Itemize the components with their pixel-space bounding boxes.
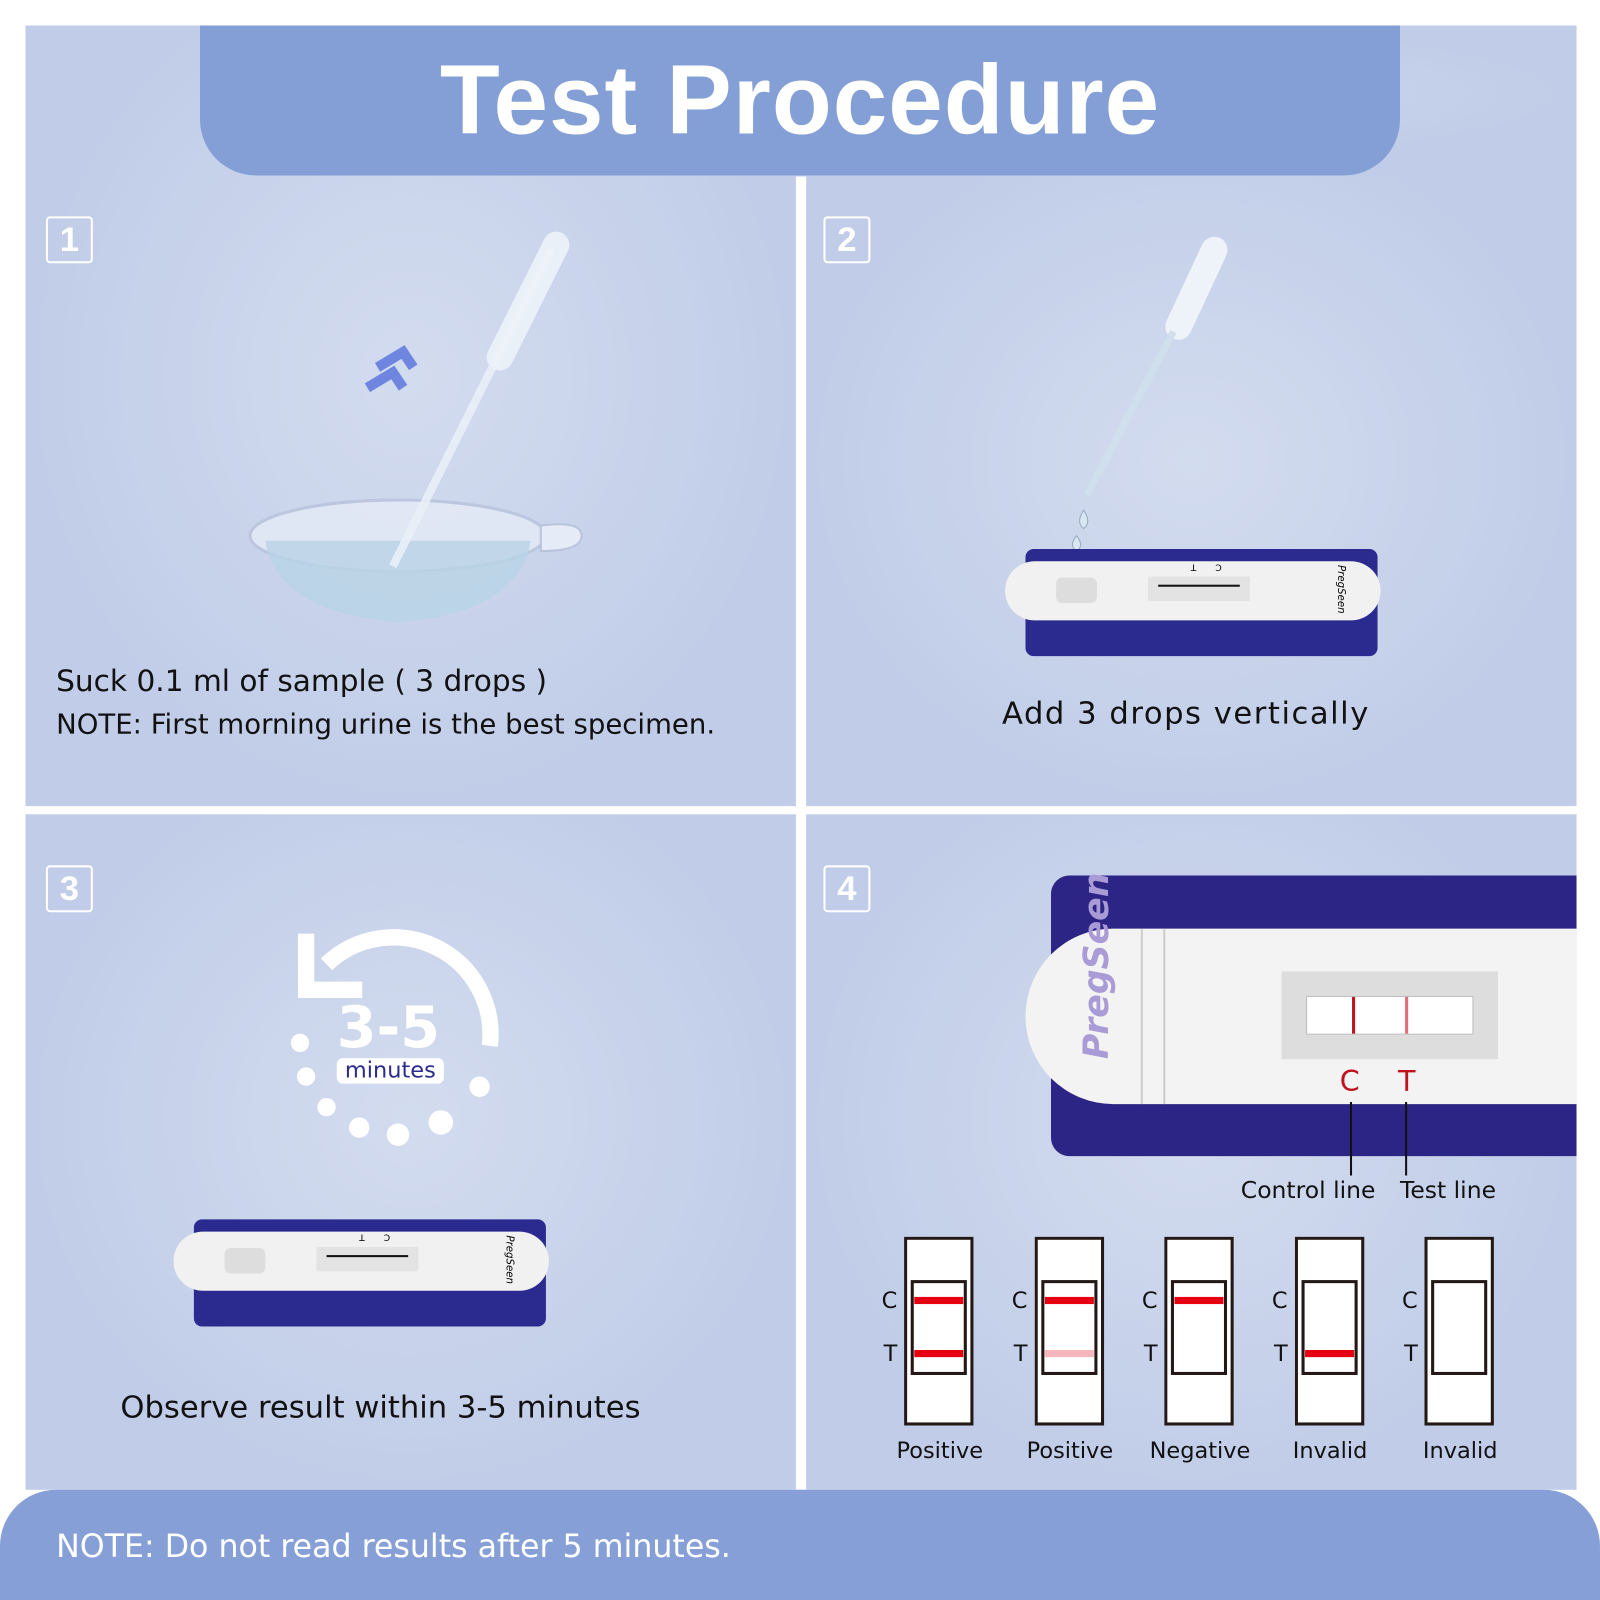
t-line — [914, 1349, 964, 1358]
result-label: Invalid — [1422, 1438, 1498, 1465]
test-line — [1405, 996, 1409, 1034]
cassette-brand: PregSeen — [503, 1235, 515, 1284]
result-label: Positive — [896, 1438, 984, 1465]
strip-c-label: C — [1011, 1288, 1028, 1315]
cassette-c-mark: C — [383, 1231, 391, 1242]
timer-icon — [290, 929, 499, 1146]
result-strip-3 — [1164, 1236, 1234, 1426]
strip-t-label: T — [1013, 1341, 1028, 1368]
step-3-instruction: Observe result within 3-5 minutes — [120, 1389, 641, 1426]
footer-note: NOTE: Do not read results after 5 minute… — [56, 1528, 731, 1566]
strip-c-label: C — [1271, 1288, 1288, 1315]
t-marker: T — [1397, 1064, 1416, 1098]
strip-t-label: T — [1273, 1341, 1288, 1368]
page-title: Test Procedure — [439, 45, 1161, 155]
step-number-3: 3 — [45, 865, 93, 913]
c-line — [1174, 1296, 1224, 1305]
test-cassette: T C PregSeen — [173, 1219, 549, 1327]
result-label: Negative — [1149, 1438, 1251, 1465]
result-label: Positive — [1026, 1438, 1114, 1465]
cassette-t-mark: T — [1190, 561, 1197, 572]
result-label: Invalid — [1292, 1438, 1368, 1465]
result-strip-2 — [1034, 1236, 1104, 1426]
cup-and-pipette-illustration — [248, 231, 583, 623]
test-line-label: Test line — [1399, 1177, 1497, 1205]
header-banner: Test Procedure — [199, 25, 1400, 176]
control-line — [1352, 996, 1356, 1034]
c-line — [914, 1296, 964, 1305]
strip-c-label: C — [1402, 1288, 1418, 1315]
pipette-dropping-illustration — [1071, 236, 1228, 552]
result-strip-4 — [1294, 1236, 1364, 1426]
c-marker: C — [1339, 1064, 1360, 1098]
test-pointer — [1405, 1102, 1408, 1176]
t-line — [1044, 1349, 1094, 1358]
up-arrow-icon — [364, 345, 418, 393]
cassette-brand: PregSeen — [1335, 564, 1347, 614]
t-line — [1304, 1349, 1354, 1358]
control-pointer — [1349, 1102, 1353, 1176]
step-number-4: 4 — [823, 865, 871, 913]
step-1-note: NOTE: First morning urine is the best sp… — [56, 709, 716, 741]
result-strip-5 — [1424, 1236, 1494, 1426]
test-cassette: T C PregSeen — [1005, 548, 1381, 657]
c-line — [1044, 1296, 1094, 1305]
cassette-c-mark: C — [1215, 561, 1222, 572]
step-number-1: 1 — [45, 216, 93, 264]
strip-t-label: T — [1404, 1341, 1418, 1368]
cassette-closeup: PregSeen C T — [1025, 872, 1577, 1157]
brand-logo: PregSeen — [1076, 872, 1118, 1060]
strip-t-label: T — [1143, 1341, 1158, 1368]
control-line-label: Control line — [1240, 1177, 1376, 1205]
timer-value: 3-5 — [336, 994, 440, 1062]
step-3-panel — [25, 814, 796, 1490]
result-strip-1 — [904, 1236, 974, 1426]
cassette-t-mark: T — [359, 1231, 365, 1242]
strip-c-label: C — [1141, 1288, 1158, 1315]
footer-banner: NOTE: Do not read results after 5 minute… — [0, 1489, 1600, 1600]
strip-t-label: T — [883, 1341, 898, 1368]
step-2-instruction: Add 3 drops vertically — [1002, 695, 1370, 732]
step-number-2: 2 — [823, 216, 871, 264]
step-1-instruction: Suck 0.1 ml of sample ( 3 drops ) — [56, 663, 548, 698]
strip-c-label: C — [881, 1288, 898, 1315]
timer-unit: minutes — [336, 1058, 444, 1084]
